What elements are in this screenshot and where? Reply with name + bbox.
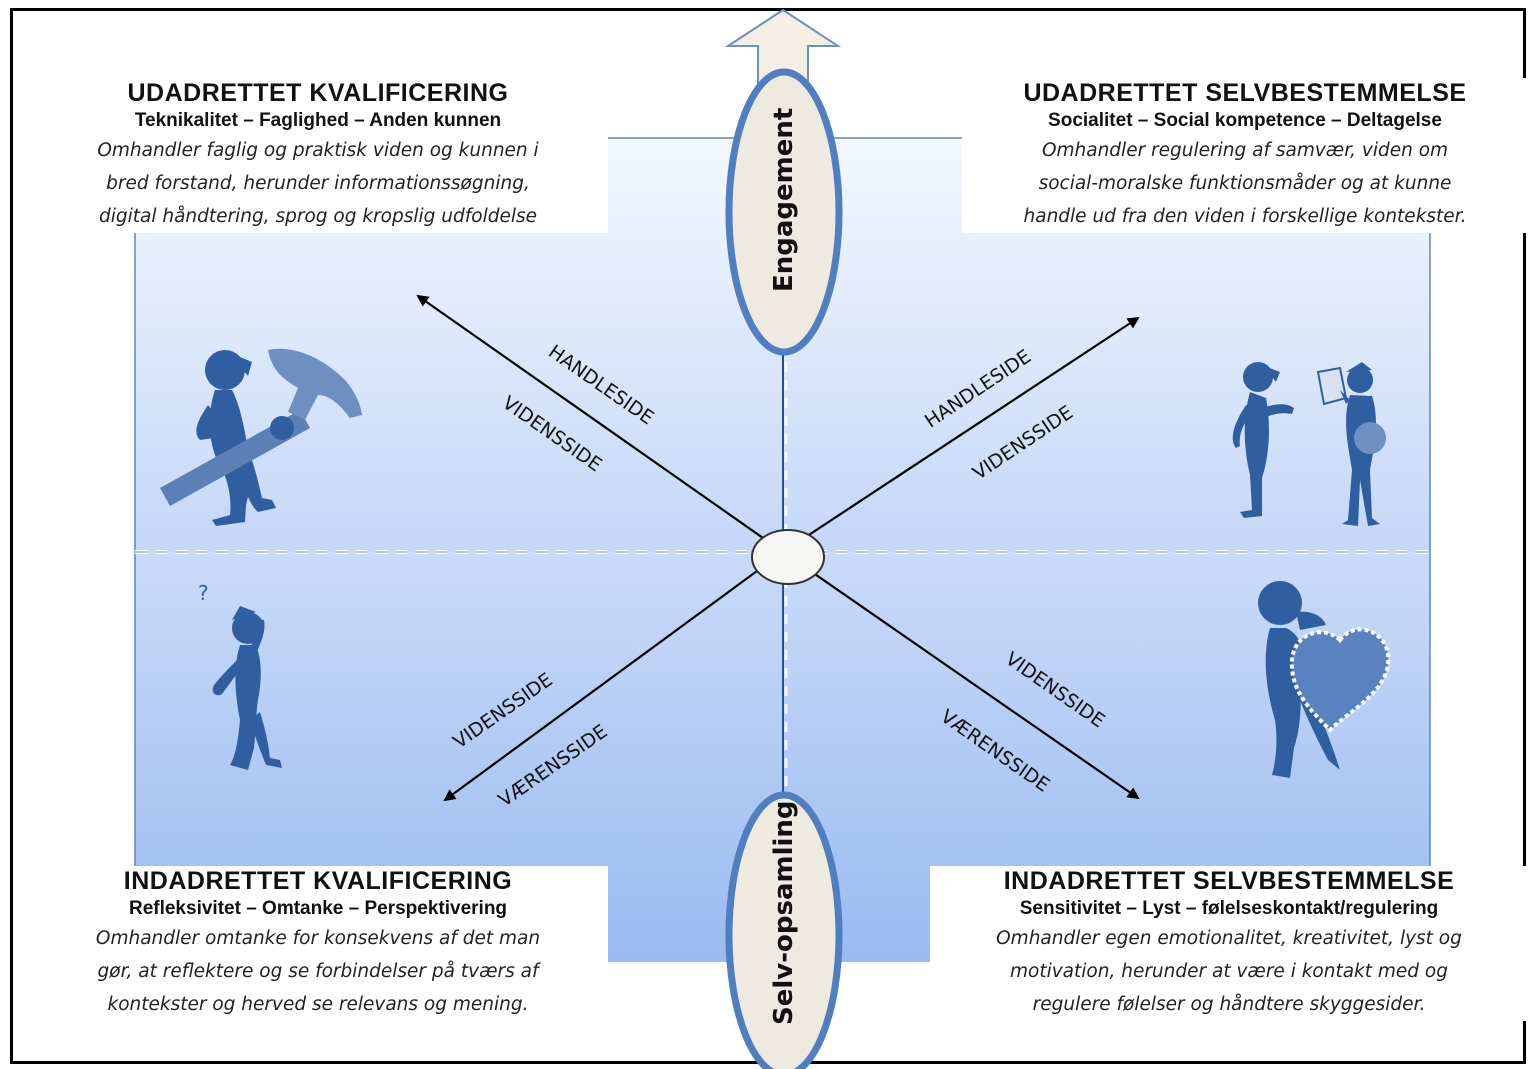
quadrant-description-line: bred forstand, herunder informationssøgn…	[106, 173, 530, 194]
quadrant-description-line: Omhandler omtanke for konsekvens af det …	[95, 928, 541, 949]
up-arrow	[724, 8, 842, 91]
quadrant-title: INDADRETTET SELVBESTEMMELSE	[1003, 867, 1455, 895]
quadrant-description-line: kontekster og herved se relevans og meni…	[107, 994, 529, 1015]
selv-opsamling-label: Selv-opsamling	[769, 800, 799, 1025]
quadrant-title: INDADRETTET KVALIFICERING	[123, 867, 513, 895]
arrow-bottom-right	[782, 551, 1140, 800]
quadrant-description-line: Omhandler faglig og praktisk viden og ku…	[97, 140, 539, 161]
quadrant-subtitle: Teknikalitet – Faglighed – Anden kunnen	[134, 110, 502, 131]
quadrant-description-line: Omhandler egen emotionalitet, kreativite…	[996, 928, 1462, 949]
person-with-hammer-icon	[160, 348, 362, 526]
quadrant-description-line: motivation, herunder at være i kontakt m…	[1010, 961, 1448, 982]
quadrant-bottom-right: INDADRETTET SELVBESTEMMELSE Sensitivitet…	[930, 866, 1528, 1021]
arrow-top-left	[416, 294, 784, 553]
engagement-ellipse	[725, 68, 843, 356]
selv-opsamling-ellipse	[725, 791, 843, 1069]
quadrant-bottom-left: INDADRETTET KVALIFICERING Refleksivitet …	[28, 866, 608, 1021]
quadrant-description-line: digital håndtering, sprog og kropslig ud…	[98, 206, 538, 227]
arrow-top-right	[782, 316, 1140, 553]
quadrant-title: UDADRETTET KVALIFICERING	[127, 79, 509, 107]
quadrant-title: UDADRETTET SELVBESTEMMELSE	[1023, 79, 1467, 107]
quadrant-description-line: gør, at reflektere og se forbindelser på…	[97, 961, 539, 982]
center-ellipse	[751, 529, 825, 585]
person-with-heart-icon	[1258, 581, 1391, 778]
quadrant-description-line: handle ud fra den viden i forskellige ko…	[1023, 206, 1467, 227]
quadrant-subtitle: Socialitet – Social kompetence – Deltage…	[1048, 110, 1442, 131]
quadrant-top-left: UDADRETTET KVALIFICERING Teknikalitet – …	[28, 78, 608, 233]
quadrant-description-line: social-moralske funktionsmåder og at kun…	[1038, 173, 1452, 194]
quadrant-description-line: Omhandler regulering af samvær, viden om	[1041, 140, 1449, 161]
engagement-label: Engagement	[769, 107, 799, 292]
quadrant-subtitle: Sensitivitet – Lyst – følelseskontakt/re…	[1019, 898, 1439, 919]
quadrant-top-right: UDADRETTET SELVBESTEMMELSE Socialitet – …	[962, 78, 1528, 233]
thinking-person-icon: ?	[198, 581, 282, 770]
arrow-bottom-left	[443, 551, 784, 802]
quadrant-subtitle: Refleksivitet – Omtanke – Perspektiverin…	[128, 898, 508, 919]
svg-text:?: ?	[198, 581, 209, 605]
two-people-talking-icon	[1232, 362, 1386, 526]
quadrant-description-line: regulere følelser og håndtere skyggeside…	[1032, 994, 1426, 1015]
